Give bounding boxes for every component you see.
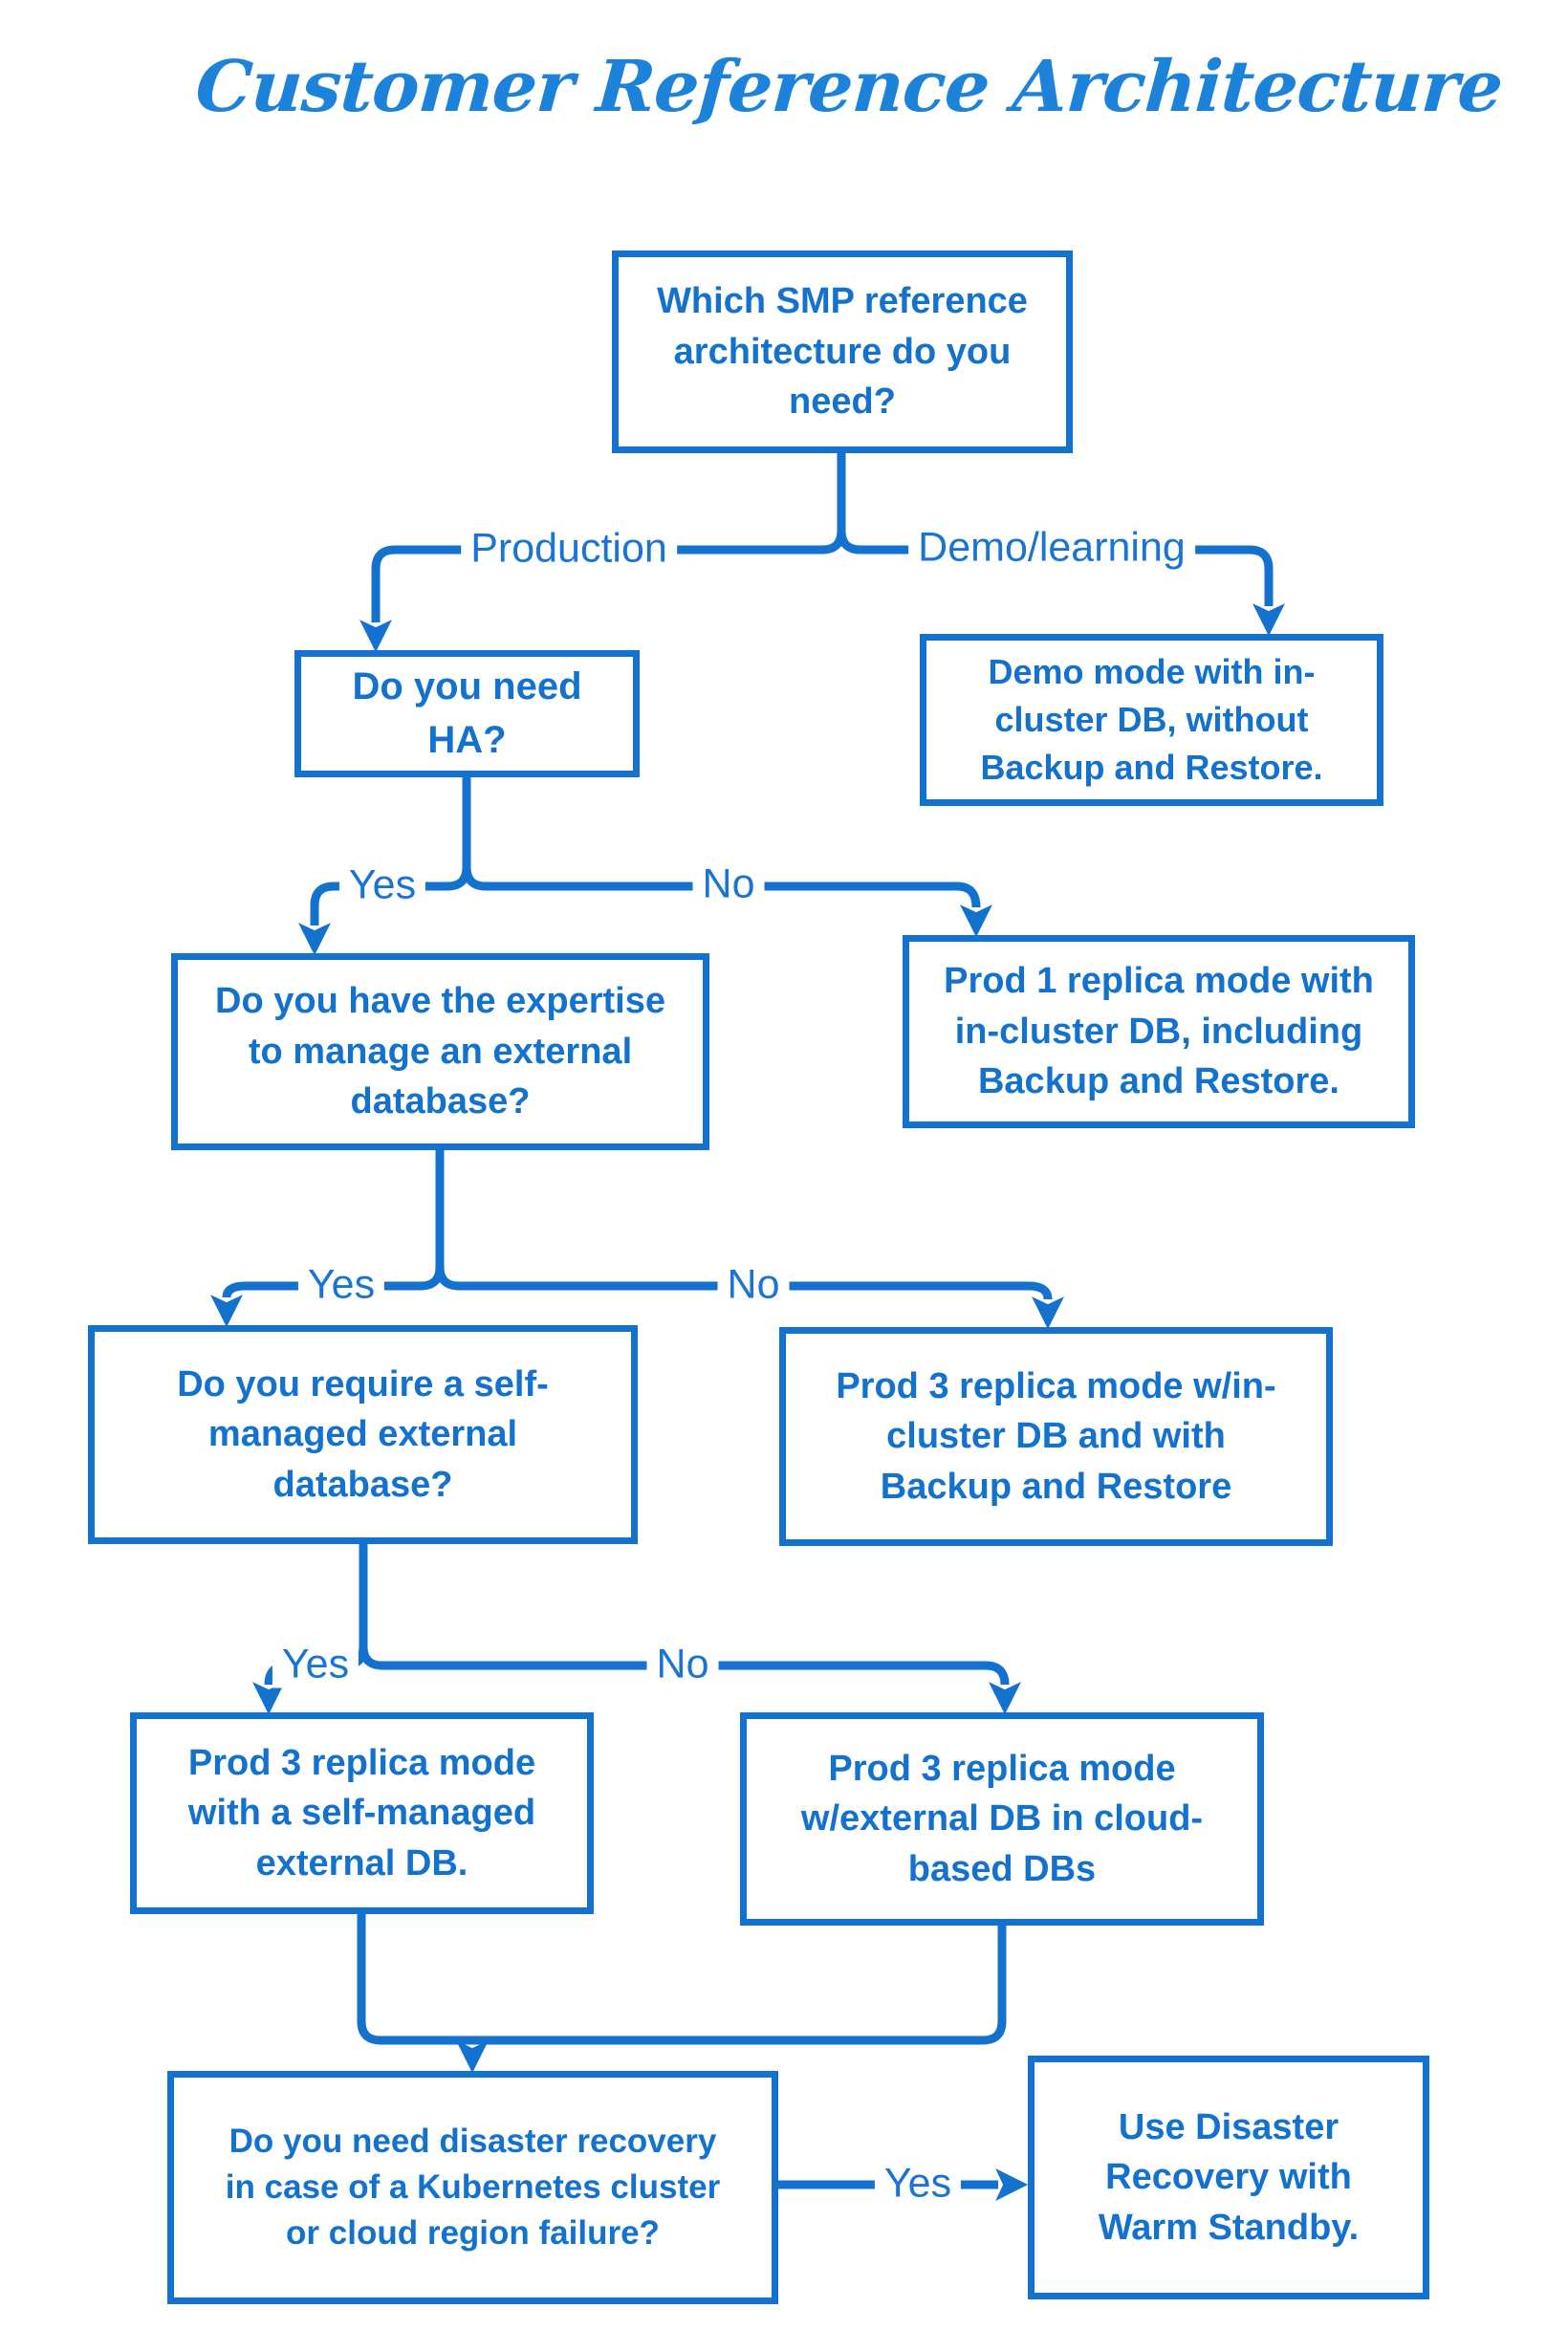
node-warm-standby-result: Use Disaster Recovery with Warm Standby. — [1028, 2056, 1429, 2299]
edge-label-expertise-yes: Yes — [297, 1261, 385, 1309]
node-selfmanaged-question: Do you require a self- managed external … — [88, 1325, 638, 1544]
edge-label-dr-yes: Yes — [874, 2160, 962, 2208]
edge-label-demo-learning: Demo/learning — [908, 524, 1195, 572]
node-root-question: Which SMP reference architecture do you … — [612, 250, 1073, 453]
node-prod3-incluster-result: Prod 3 replica mode w/in- cluster DB and… — [779, 1327, 1333, 1546]
connector-merge-left — [357, 1914, 472, 2045]
edge-label-selfmanaged-no: No — [646, 1641, 719, 1688]
connector-merge-right — [472, 1926, 1007, 2045]
edge-label-expertise-no: No — [717, 1261, 790, 1309]
connector-root-to-demo — [837, 530, 1285, 637]
edge-label-production: Production — [461, 525, 677, 573]
node-expertise-question: Do you have the expertise to manage an e… — [171, 953, 709, 1150]
node-prod1-replica-result: Prod 1 replica mode with in-cluster DB, … — [903, 935, 1415, 1128]
edge-label-selfmanaged-yes: Yes — [272, 1641, 359, 1688]
node-prod3-cloud-result: Prod 3 replica mode w/external DB in clo… — [740, 1712, 1264, 1926]
edge-label-ha-yes: Yes — [338, 861, 426, 909]
node-ha-question: Do you need HA? — [294, 650, 640, 777]
node-demo-mode-result: Demo mode with in- cluster DB, without B… — [920, 634, 1383, 806]
edge-label-ha-no: No — [692, 860, 765, 908]
node-prod3-selfmanaged-result: Prod 3 replica mode with a self-managed … — [130, 1712, 594, 1914]
node-disaster-recovery-question: Do you need disaster recovery in case of… — [167, 2071, 778, 2304]
